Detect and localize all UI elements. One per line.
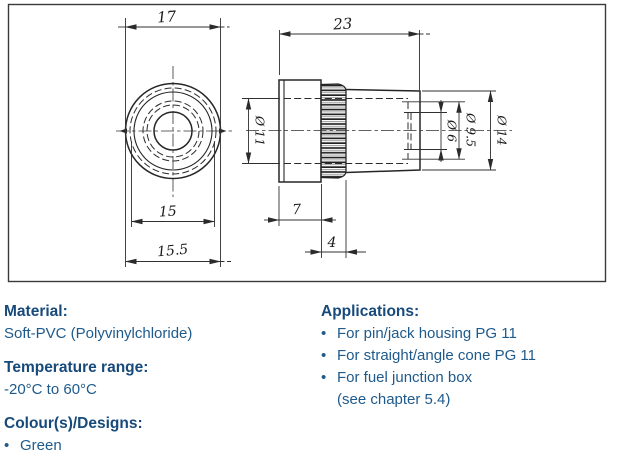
application-item-text: For pin/jack housing PG 11 xyxy=(337,325,517,342)
dim-label-knurl: 4 xyxy=(327,235,337,251)
application-item-continuation: (see chapter 5.4) xyxy=(337,391,451,408)
application-item: • For fuel junction box xyxy=(321,367,611,389)
applications-label: Applications: xyxy=(321,303,420,320)
temperature-value: -20°C to 60°C xyxy=(4,381,97,398)
bullet-icon: • xyxy=(321,325,327,342)
specs-left-column: Material: Soft-PVC (Polyvinylchloride) T… xyxy=(4,301,304,457)
front-view-dimensions: 17 15 15.5 xyxy=(118,7,232,267)
colour-item-text: Green xyxy=(20,437,62,454)
technical-drawing: 17 15 15.5 xyxy=(7,3,607,283)
dim-label-front-mid: 15 xyxy=(158,204,177,221)
dim-label-counterbore: Ø 9.5 xyxy=(464,112,479,147)
dim-label-length: 23 xyxy=(332,15,353,34)
dim-label-bore: Ø 11 xyxy=(253,115,268,146)
application-item-text: For fuel junction box xyxy=(337,369,473,386)
dim-label-end-od: Ø 14 xyxy=(495,114,510,145)
application-item: • For straight/angle cone PG 11 xyxy=(321,345,611,367)
application-item: • For pin/jack housing PG 11 xyxy=(321,323,611,345)
flange xyxy=(278,79,322,183)
dim-label-flange: 7 xyxy=(292,202,302,218)
side-view-dimensions: 23 Ø 11 Ø 6 Ø 9.5 Ø 14 xyxy=(242,15,510,258)
knurl-section xyxy=(320,83,347,179)
front-view xyxy=(116,66,232,197)
colour-item: • Green xyxy=(4,435,304,457)
application-item-text: For straight/angle cone PG 11 xyxy=(337,347,536,364)
material-value: Soft-PVC (Polyvinylchloride) xyxy=(4,325,193,342)
colours-label: Colour(s)/Designs: xyxy=(4,415,143,432)
bullet-icon: • xyxy=(321,369,327,386)
dim-label-front-od: 17 xyxy=(156,7,177,26)
material-label: Material: xyxy=(4,303,68,320)
dim-label-hole: Ø 6 xyxy=(445,119,460,142)
temperature-label: Temperature range: xyxy=(4,359,149,376)
bullet-icon: • xyxy=(4,437,10,454)
specs-right-column: Applications: • For pin/jack housing PG … xyxy=(321,301,611,411)
drawing-frame xyxy=(7,3,607,283)
dim-label-front-outer: 15.5 xyxy=(156,242,189,261)
bullet-icon: • xyxy=(321,347,327,364)
